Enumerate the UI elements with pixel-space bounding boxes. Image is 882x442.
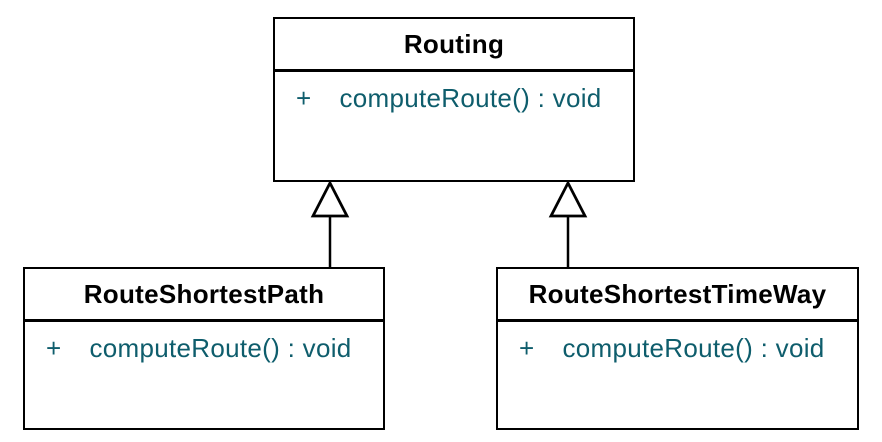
methods-compartment: + computeRoute() : void [275,72,633,114]
generalization-arrow-right [548,179,588,268]
method-line: + computeRoute() : void [275,83,633,114]
method-signature: computeRoute() : void [562,333,825,363]
methods-compartment: + computeRoute() : void [25,322,383,364]
method-visibility: + [296,83,312,113]
class-box-route-shortest-path: RouteShortestPath + computeRoute() : voi… [23,267,385,430]
class-box-route-shortest-time-way: RouteShortestTimeWay + computeRoute() : … [496,267,859,430]
method-signature: computeRoute() : void [339,83,602,113]
class-title: Routing [275,19,633,72]
generalization-arrow-left [310,179,350,268]
method-visibility: + [46,333,62,363]
method-line: + computeRoute() : void [498,333,857,364]
methods-compartment: + computeRoute() : void [498,322,857,364]
method-signature: computeRoute() : void [89,333,352,363]
method-visibility: + [519,333,535,363]
class-box-routing: Routing + computeRoute() : void [273,17,635,182]
class-title: RouteShortestPath [25,269,383,322]
class-title: RouteShortestTimeWay [498,269,857,322]
method-line: + computeRoute() : void [25,333,383,364]
